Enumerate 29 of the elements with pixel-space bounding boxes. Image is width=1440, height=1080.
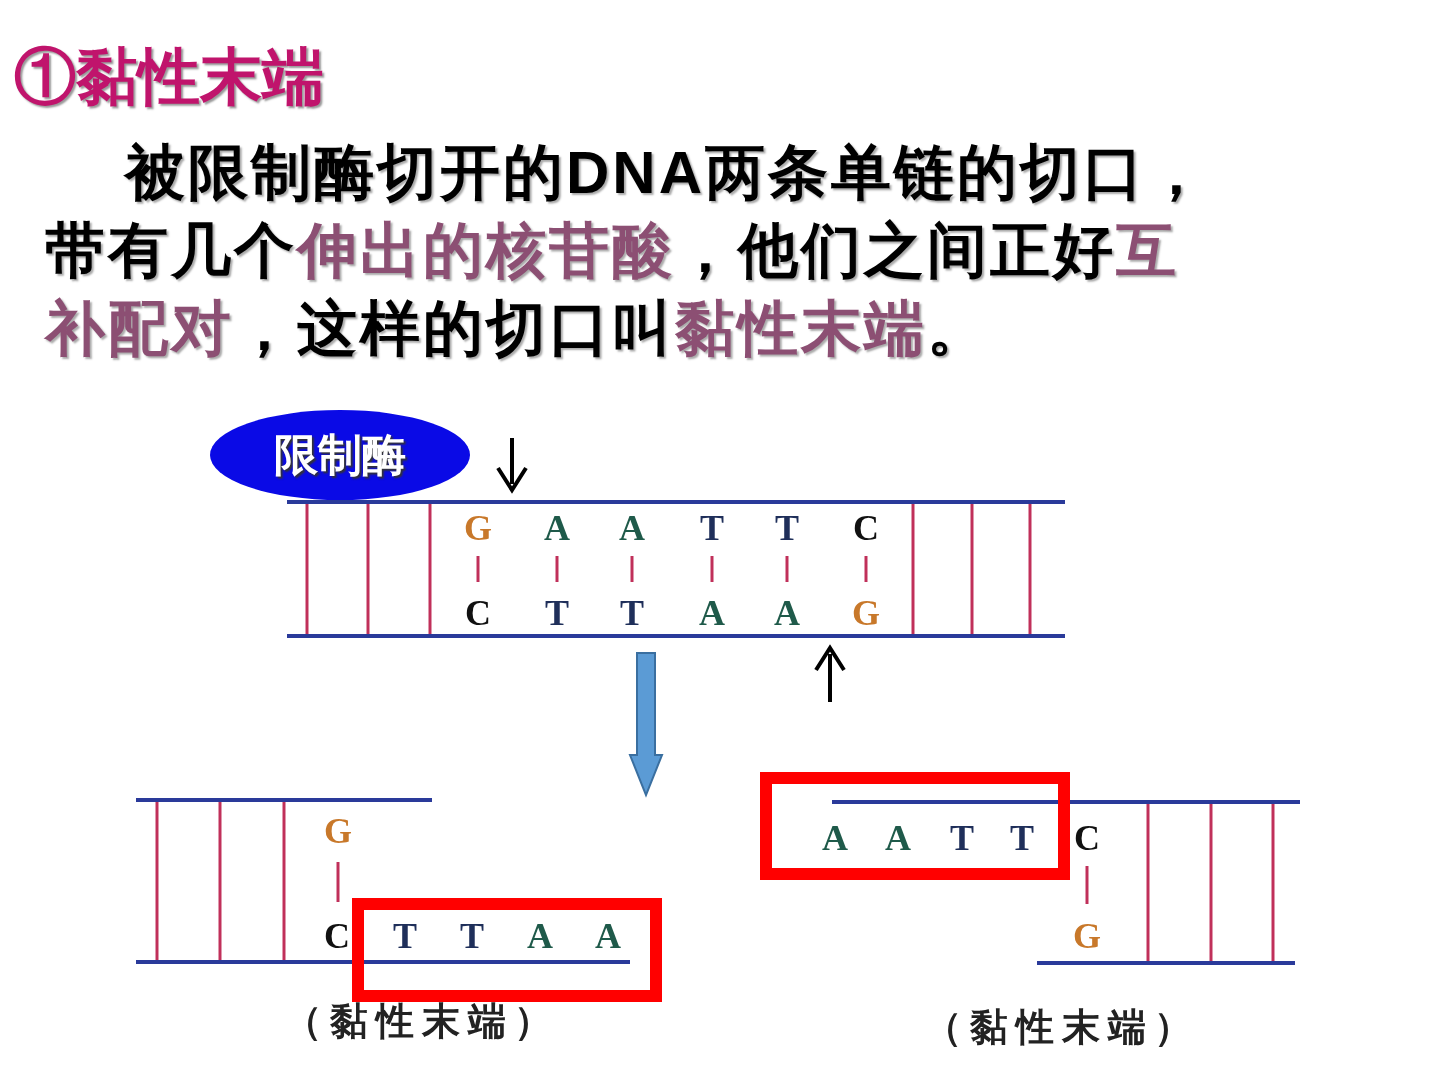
base-letter: A	[619, 510, 645, 546]
base-letter: G	[1073, 918, 1101, 954]
base-letter: T	[700, 510, 724, 546]
base-letter: C	[324, 918, 350, 954]
base-letter: T	[950, 820, 974, 856]
base-letter: T	[1010, 820, 1034, 856]
base-letter: T	[393, 918, 417, 954]
base-letter: T	[545, 595, 569, 631]
base-letter: T	[460, 918, 484, 954]
base-letter: A	[822, 820, 848, 856]
base-letter: A	[774, 595, 800, 631]
base-letter: T	[620, 595, 644, 631]
base-letter: A	[544, 510, 570, 546]
base-letter: A	[527, 918, 553, 954]
title: ①黏性末端	[14, 41, 324, 113]
base-letter: A	[595, 918, 621, 954]
base-letter: C	[853, 510, 879, 546]
paragraph: 被限制酶切开的DNA两条单链的切口，带有几个伸出的核苷酸，他们之间正好互补配对，这样的切口叫黏性末端。	[45, 138, 1210, 364]
caption: （黏性末端）	[284, 1001, 560, 1043]
base-letter: G	[464, 510, 492, 546]
base-letter: A	[699, 595, 725, 631]
base-letter: G	[324, 813, 352, 849]
enzyme-ellipse: 限制酶	[210, 410, 470, 500]
base-letter: C	[1074, 820, 1100, 856]
caption: （黏性末端）	[924, 1007, 1200, 1049]
base-letter: A	[885, 820, 911, 856]
base-letter: T	[775, 510, 799, 546]
base-letter: C	[465, 595, 491, 631]
base-letter: G	[852, 595, 880, 631]
